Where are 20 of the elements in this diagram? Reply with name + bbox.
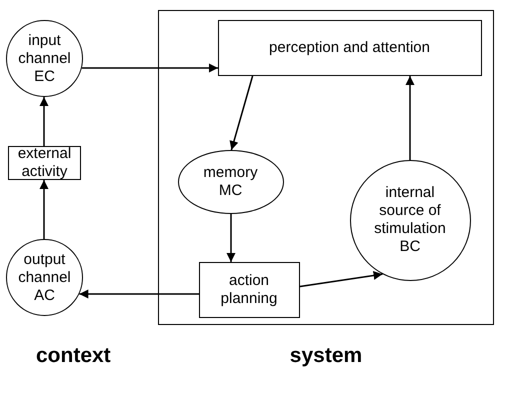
arrow xyxy=(230,76,254,150)
context-label: context xyxy=(36,344,111,368)
arrow xyxy=(40,180,48,239)
arrow xyxy=(79,290,199,298)
node-label: external activity xyxy=(16,145,72,181)
arrow xyxy=(82,64,218,72)
arrow xyxy=(300,271,383,288)
arrow xyxy=(406,76,414,160)
process-box xyxy=(8,146,81,180)
node-label: memory MC xyxy=(202,164,259,200)
node-label: action planning xyxy=(220,272,278,308)
arrow xyxy=(40,97,48,146)
process-box xyxy=(198,262,300,318)
group-title: system xyxy=(290,344,362,368)
node-label: internal source of stimulation BC xyxy=(373,184,447,256)
arrow xyxy=(226,214,236,262)
node-label: output channel AC xyxy=(17,250,72,304)
node-label: perception and attention xyxy=(269,38,430,56)
process-box xyxy=(218,20,482,76)
node-label: input channel EC xyxy=(17,32,72,86)
